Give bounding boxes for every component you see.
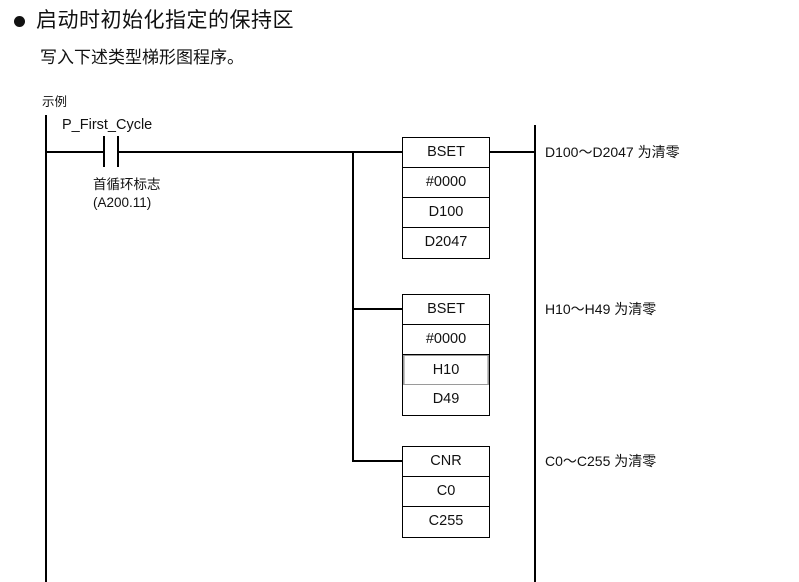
rung-wire-to-branch [118, 151, 353, 153]
left-power-rail [45, 115, 47, 582]
block-instruction-cell[interactable]: CNR [403, 447, 489, 477]
contact-note: 首循环标志 (A200.11) [93, 176, 161, 212]
block-operand-cell[interactable]: D100 [403, 198, 489, 228]
example-label: 示例 [42, 94, 68, 109]
normally-open-contact-icon[interactable] [103, 136, 105, 167]
right-power-rail [534, 125, 536, 582]
rung-wire-left [46, 151, 104, 153]
block-input-wire-1 [352, 308, 404, 310]
block-annotation-2: C0〜C255 为清零 [545, 453, 657, 469]
block-operand-cell[interactable]: C0 [403, 477, 489, 507]
block-annotation-0: D100〜D2047 为清零 [545, 144, 680, 160]
contact-note-line-2: (A200.11) [93, 195, 152, 210]
page-heading: 启动时初始化指定的保持区 [14, 5, 294, 35]
page-title: 启动时初始化指定的保持区 [36, 8, 294, 32]
block-operand-cell[interactable]: #0000 [403, 168, 489, 198]
block-annotation-1: H10〜H49 为清零 [545, 301, 657, 317]
block-operand-cell[interactable]: C255 [403, 507, 489, 537]
filled-circle-bullet-icon [14, 15, 25, 27]
block-instruction-cell[interactable]: BSET [403, 138, 489, 168]
block-operand-cell[interactable]: H10 [403, 355, 489, 385]
block-instruction-cell[interactable]: BSET [403, 295, 489, 325]
contact-note-line-1: 首循环标志 [93, 177, 161, 192]
branch-vertical-wire [352, 151, 354, 462]
block-input-wire-0 [352, 151, 404, 153]
block-operand-cell[interactable]: D2047 [403, 228, 489, 258]
block-operand-cell[interactable]: #0000 [403, 325, 489, 355]
page-subtitle: 写入下述类型梯形图程序。 [40, 48, 244, 68]
block-input-wire-2 [352, 460, 404, 462]
block-operand-cell[interactable]: D49 [403, 385, 489, 415]
normally-open-contact-icon-right-bar[interactable] [117, 136, 119, 167]
contact-name-label: P_First_Cycle [62, 117, 153, 133]
block-output-wire-0 [489, 151, 535, 153]
